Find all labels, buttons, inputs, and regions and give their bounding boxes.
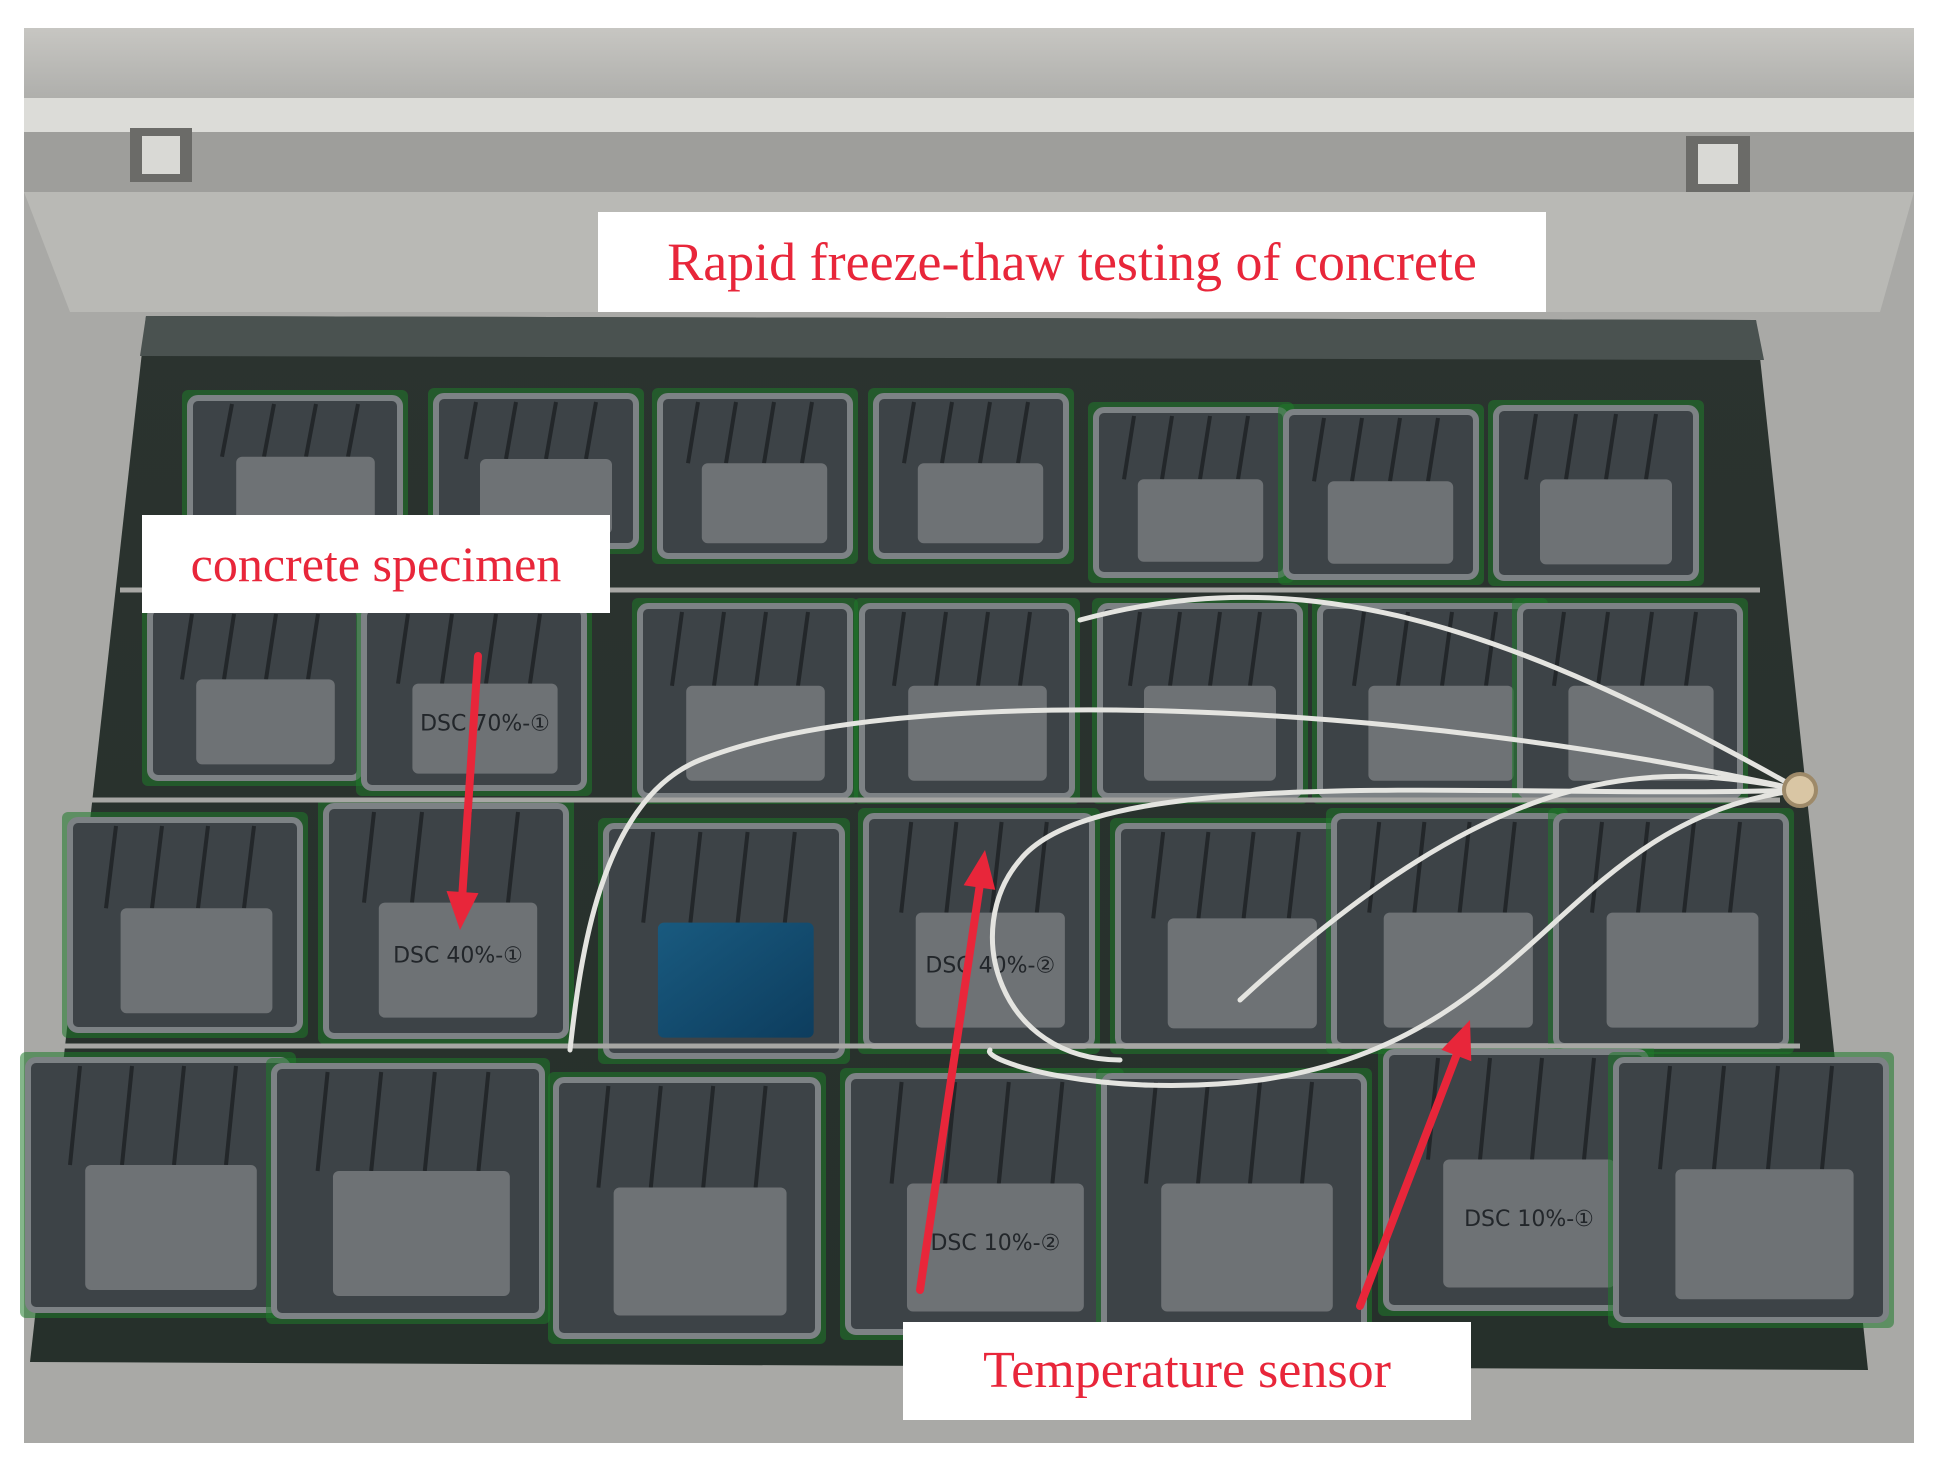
specimen-mold [1312,598,1548,804]
specimen-mold [1092,598,1308,804]
sensor-cable [567,707,1803,1053]
specimen-mold [1488,400,1704,586]
specimen-mold [1278,404,1484,585]
specimen-label: DSC 70%-① [420,711,550,736]
sensor-cable [989,787,1803,1063]
specimen-mold: DSC 40%-② [858,808,1100,1054]
specimen-mold [1608,1052,1894,1328]
sensor-cable [987,787,1803,1088]
title-callout: Rapid freeze-thaw testing of concrete [598,212,1546,312]
hinge-right [1686,136,1750,192]
specimen-label: DSC 40%-② [925,953,1055,978]
sensor-cable [1077,594,1803,793]
sensor-callout: Temperature sensor [903,1322,1471,1420]
specimen-mold [62,812,308,1038]
specimen-mold: DSC 10%-② [840,1068,1124,1340]
machine-lid [24,28,1914,100]
specimen-mold [548,1072,826,1344]
specimen-mold [598,818,850,1064]
specimen-mold [652,388,858,564]
specimen-mold [142,600,368,786]
specimen-mold [428,388,644,554]
specimen-mold: DSC 40%-① [318,798,574,1044]
specimen-label: DSC 10%-② [930,1231,1060,1256]
annotation-arrow [1356,1020,1472,1310]
specimen-mold [868,388,1074,564]
annotation-arrow [916,850,996,1294]
specimen-mold [1088,402,1294,583]
specimen-mold [266,1058,550,1324]
hinge-left [130,128,192,182]
annotation-arrow [446,652,482,930]
specimen-mold [182,390,408,546]
specimen-mold [1096,1068,1372,1340]
sensor-connector [1782,772,1818,808]
sensor-cable [1237,773,1803,1003]
specimen-label: DSC 40%-① [393,943,523,968]
specimen-mold [632,598,858,804]
specimen-label: DSC 10%-① [1464,1207,1594,1232]
specimen-mold [854,598,1080,804]
specimen-callout: concrete specimen [142,515,610,613]
specimen-mold [1548,808,1794,1054]
specimen-mold [20,1052,296,1318]
specimen-mold [1326,808,1568,1054]
